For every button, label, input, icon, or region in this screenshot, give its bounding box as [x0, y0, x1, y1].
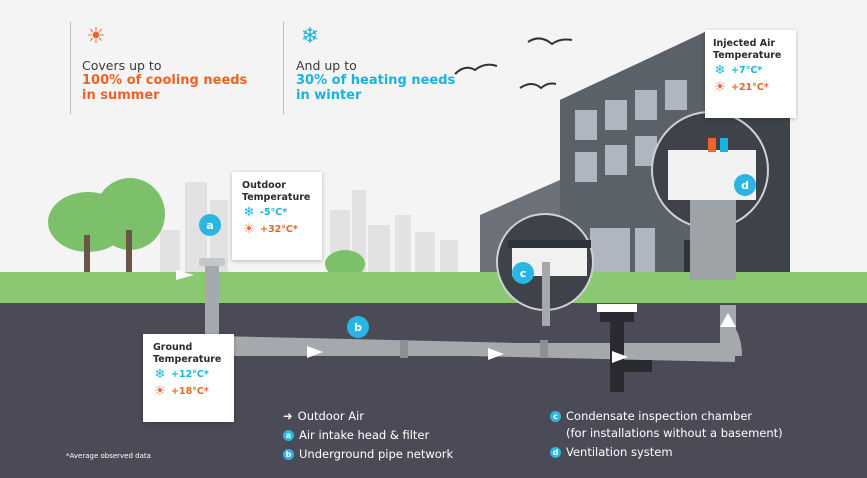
- legend-badge-a: a: [283, 429, 294, 441]
- injected-title-1: Injected Air: [713, 38, 776, 49]
- cooling-headline: ☀ Covers up to 100% of cooling needs in …: [82, 24, 247, 103]
- sun-icon: ☀: [243, 222, 255, 237]
- trees: [48, 178, 365, 280]
- injected-air-temperature-card: Injected Air Temperature ❄ +7°C* ☀ +21°C*: [705, 30, 796, 118]
- ground-title-2: Temperature: [153, 354, 222, 365]
- outdoor-cold-row: ❄ -5°C*: [242, 204, 322, 221]
- ground-cold-value: +12°C*: [171, 369, 209, 380]
- sun-icon: ☀: [154, 384, 166, 399]
- snowflake-icon: ❄: [154, 367, 166, 382]
- birds: [454, 37, 573, 90]
- legend-item-c: c Condensate inspection chamber: [550, 409, 752, 423]
- legend-a-label: Air intake head & filter: [299, 428, 430, 442]
- legend-d-label: Ventilation system: [566, 445, 673, 459]
- heating-line-2: 30% of heating needs: [296, 73, 456, 88]
- legend-c-label: Condensate inspection chamber: [566, 409, 753, 423]
- legend-badge-c: c: [550, 410, 561, 422]
- heating-line-3: in winter: [296, 88, 362, 103]
- outdoor-temperature-card: Outdoor Temperature ❄ -5°C* ☀ +32°C*: [232, 172, 322, 260]
- outdoor-hot-row: ☀ +32°C*: [242, 221, 322, 238]
- divider-right: [283, 22, 284, 114]
- legend-item-d: d Ventilation system: [550, 445, 673, 459]
- flow-arrows: [176, 270, 736, 363]
- injected-cold-row: ❄ +7°C*: [713, 62, 796, 79]
- ground-temperature-card: Ground Temperature ❄ +12°C* ☀ +18°C*: [143, 334, 234, 422]
- marker-b: b: [347, 316, 369, 338]
- legend-outdoor-air: ➜ Outdoor Air: [283, 409, 364, 423]
- heating-line-1: And up to: [296, 58, 357, 73]
- grass: [0, 272, 867, 304]
- outdoor-title-1: Outdoor: [242, 180, 286, 191]
- marker-c: c: [512, 262, 534, 284]
- arrow-right-icon: ➜: [283, 409, 293, 423]
- ground-title-1: Ground: [153, 342, 193, 353]
- outdoor-cold-value: -5°C*: [260, 207, 288, 218]
- legend-item-c-note: (for installations without a basement): [566, 426, 783, 440]
- legend-c-note-label: (for installations without a basement): [566, 426, 783, 440]
- divider-left: [70, 22, 71, 114]
- marker-b-label: b: [354, 321, 362, 334]
- injected-hot-row: ☀ +21°C*: [713, 79, 796, 96]
- snowflake-icon: ❄: [243, 205, 255, 220]
- heating-headline: ❄ And up to 30% of heating needs in wint…: [296, 24, 455, 103]
- outdoor-hot-value: +32°C*: [260, 224, 298, 235]
- marker-d-label: d: [741, 179, 749, 192]
- marker-c-label: c: [520, 267, 527, 280]
- ground-hot-row: ☀ +18°C*: [153, 383, 234, 400]
- injected-cold-value: +7°C*: [731, 65, 763, 76]
- legend-item-b: b Underground pipe network: [283, 447, 453, 461]
- legend-outdoor-air-label: Outdoor Air: [297, 409, 365, 423]
- cooling-line-2: 100% of cooling needs: [82, 73, 248, 88]
- injected-title-2: Temperature: [713, 50, 782, 61]
- marker-a-label: a: [206, 219, 213, 232]
- sun-icon: ☀: [714, 80, 726, 95]
- legend-b-label: Underground pipe network: [299, 447, 454, 461]
- ground-cold-row: ❄ +12°C*: [153, 366, 234, 383]
- outdoor-title-2: Temperature: [242, 192, 311, 203]
- marker-a: a: [199, 214, 221, 236]
- cooling-line-1: Covers up to: [82, 58, 162, 73]
- injected-hot-value: +21°C*: [731, 82, 769, 93]
- condensate-chamber-zoom: [496, 213, 594, 326]
- legend-badge-d: d: [550, 446, 561, 458]
- snowflake-icon: ❄: [714, 63, 726, 78]
- legend-badge-b: b: [283, 448, 294, 460]
- marker-d: d: [734, 174, 756, 196]
- footnote: *Average observed data: [66, 452, 151, 460]
- ground-hot-value: +18°C*: [171, 386, 209, 397]
- legend-item-a: a Air intake head & filter: [283, 428, 429, 442]
- sun-icon: ☀: [86, 24, 106, 49]
- cooling-line-3: in summer: [82, 88, 160, 103]
- snowflake-icon: ❄: [300, 24, 320, 49]
